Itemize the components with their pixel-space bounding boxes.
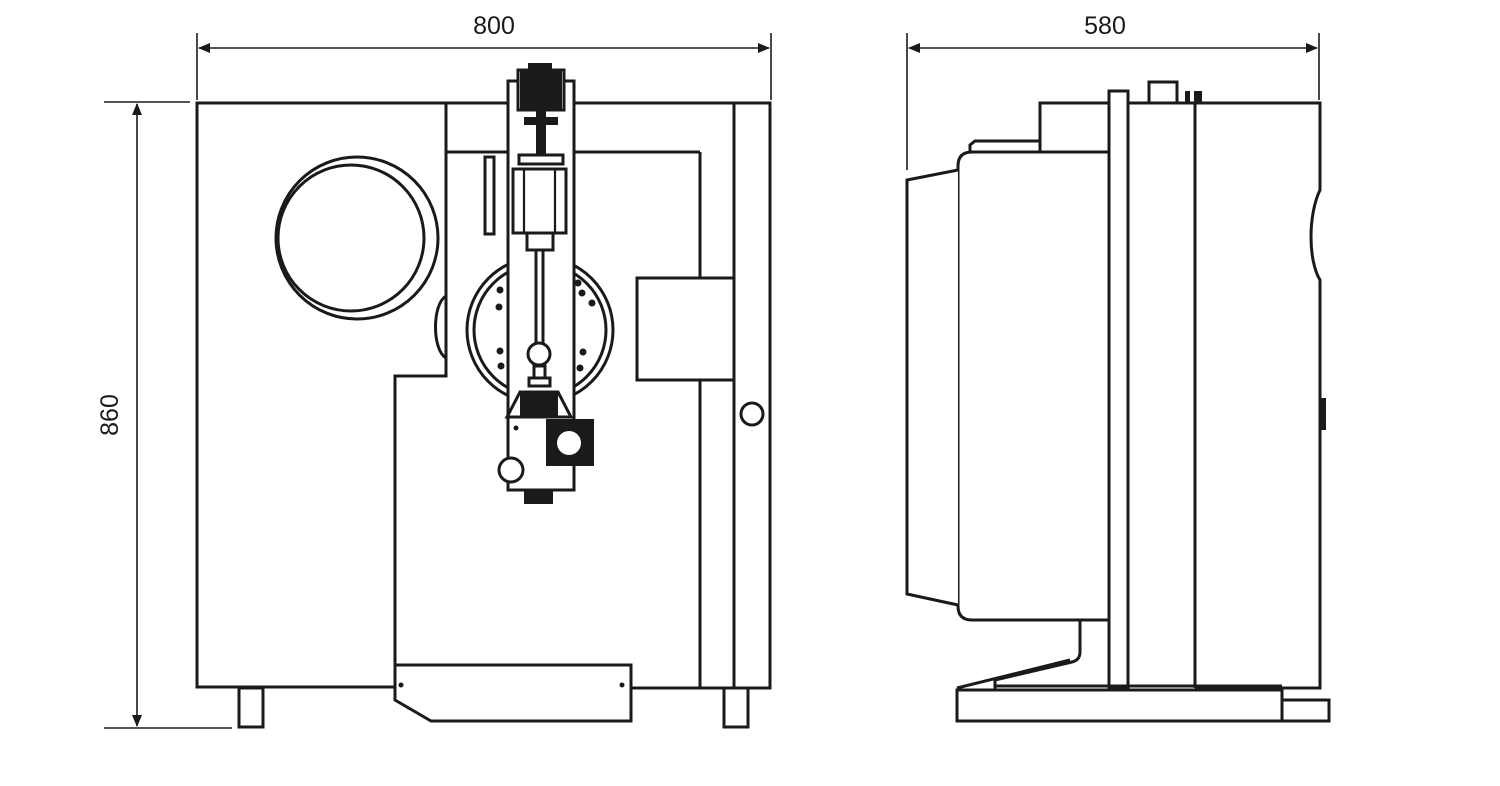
left-foot <box>237 686 265 729</box>
vertical-slot <box>483 155 496 236</box>
side-main-body <box>1038 101 1322 690</box>
side-latch <box>1320 398 1326 430</box>
side-base-plate <box>955 688 1284 723</box>
column-knob <box>497 456 525 484</box>
central-column <box>504 63 576 504</box>
side-control-box <box>635 276 736 382</box>
bottom-tray <box>393 663 633 723</box>
side-column <box>1107 89 1130 690</box>
front-body-outline <box>195 101 448 689</box>
front-height-dimension: 860 <box>96 101 232 729</box>
front-view: 800 860 <box>96 12 772 729</box>
side-top-button <box>1147 80 1179 105</box>
side-depth-label: 580 <box>1084 12 1126 40</box>
side-knob <box>739 401 765 427</box>
front-height-label: 860 <box>96 394 124 436</box>
side-support-bracket <box>993 620 1082 690</box>
round-window <box>274 155 440 321</box>
right-foot <box>722 686 750 729</box>
front-width-dimension: 800 <box>196 12 772 100</box>
side-depth-dimension: 580 <box>906 12 1320 170</box>
side-front-housing <box>956 150 1111 622</box>
side-base-step <box>1280 698 1331 723</box>
side-front-cover <box>905 168 959 607</box>
side-door <box>968 139 1042 152</box>
side-view: 580 <box>905 12 1331 723</box>
front-width-label: 800 <box>473 12 515 40</box>
